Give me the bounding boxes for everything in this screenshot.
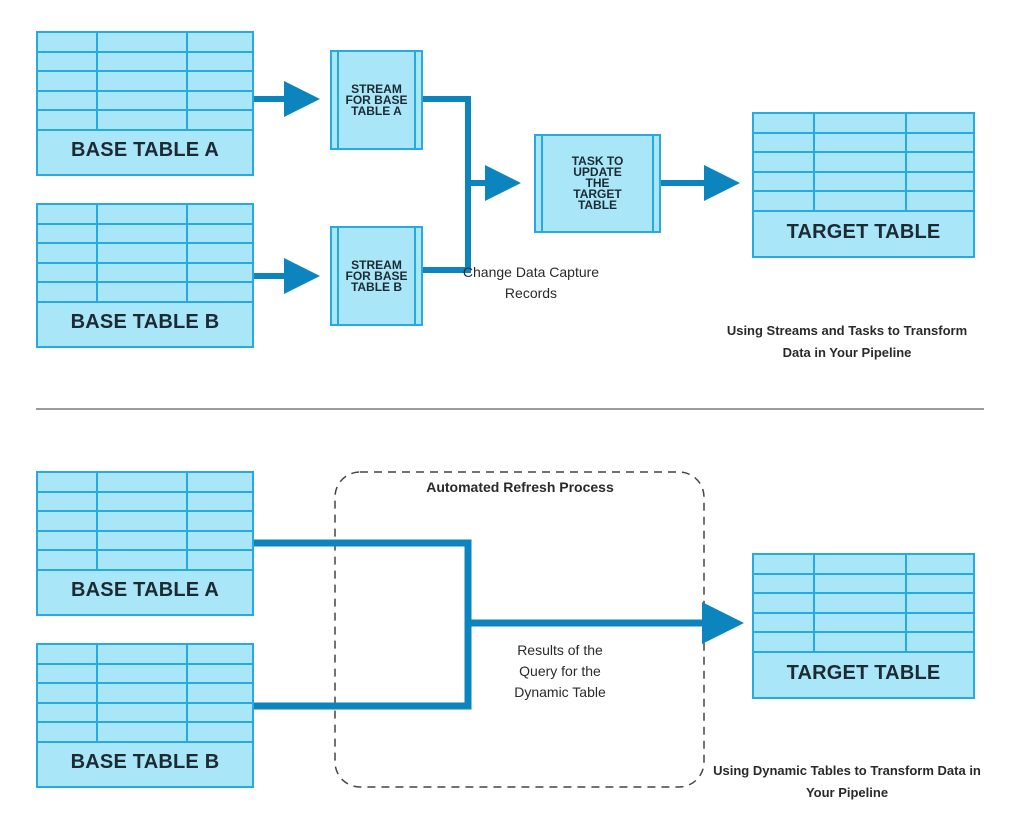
target-table-top-label: TARGET TABLE bbox=[786, 221, 941, 243]
stream-b-label: STREAM FOR BASE TABLE B bbox=[345, 257, 408, 294]
base-table-a-label: BASE TABLE A bbox=[71, 139, 219, 161]
stream-a-label: STREAM FOR BASE TABLE A bbox=[345, 81, 408, 118]
change-data-capture-label: Change Data Capture Records bbox=[462, 264, 600, 301]
automated-refresh-process-label: Automated Refresh Process bbox=[426, 479, 614, 495]
task-label: TASK TO UPDATE THE TARGET TABLE bbox=[571, 154, 624, 212]
automated-refresh-process-box bbox=[334, 471, 705, 788]
query-results-label: Results of the Query for the Dynamic Tab… bbox=[514, 642, 606, 700]
top-caption: Using Streams and Tasks to Transform Dat… bbox=[726, 323, 968, 360]
connector-base-a-to-merge bbox=[254, 539, 472, 710]
bottom-caption: Using Dynamic Tables to Transform Data i… bbox=[713, 763, 981, 800]
base-table-b: BASE TABLE B bbox=[36, 203, 254, 348]
target-table-bottom: TARGET TABLE bbox=[752, 553, 975, 699]
base-table-a-bottom: BASE TABLE A bbox=[36, 471, 254, 616]
stream-a: STREAM FOR BASE TABLE A bbox=[330, 50, 423, 150]
target-table-bottom-label: TARGET TABLE bbox=[786, 662, 941, 684]
base-table-b-label: BASE TABLE B bbox=[70, 311, 220, 333]
base-table-a: BASE TABLE A bbox=[36, 31, 254, 176]
base-table-b-bottom: BASE TABLE B bbox=[36, 643, 254, 788]
target-table-top: TARGET TABLE bbox=[752, 112, 975, 258]
connector-stream-a-to-merge bbox=[423, 96, 471, 273]
base-table-a-bottom-label: BASE TABLE A bbox=[71, 579, 219, 601]
task: TASK TO UPDATE THE TARGET TABLE bbox=[534, 134, 661, 233]
base-table-b-bottom-label: BASE TABLE B bbox=[70, 751, 220, 773]
stream-b: STREAM FOR BASE TABLE B bbox=[330, 226, 423, 326]
